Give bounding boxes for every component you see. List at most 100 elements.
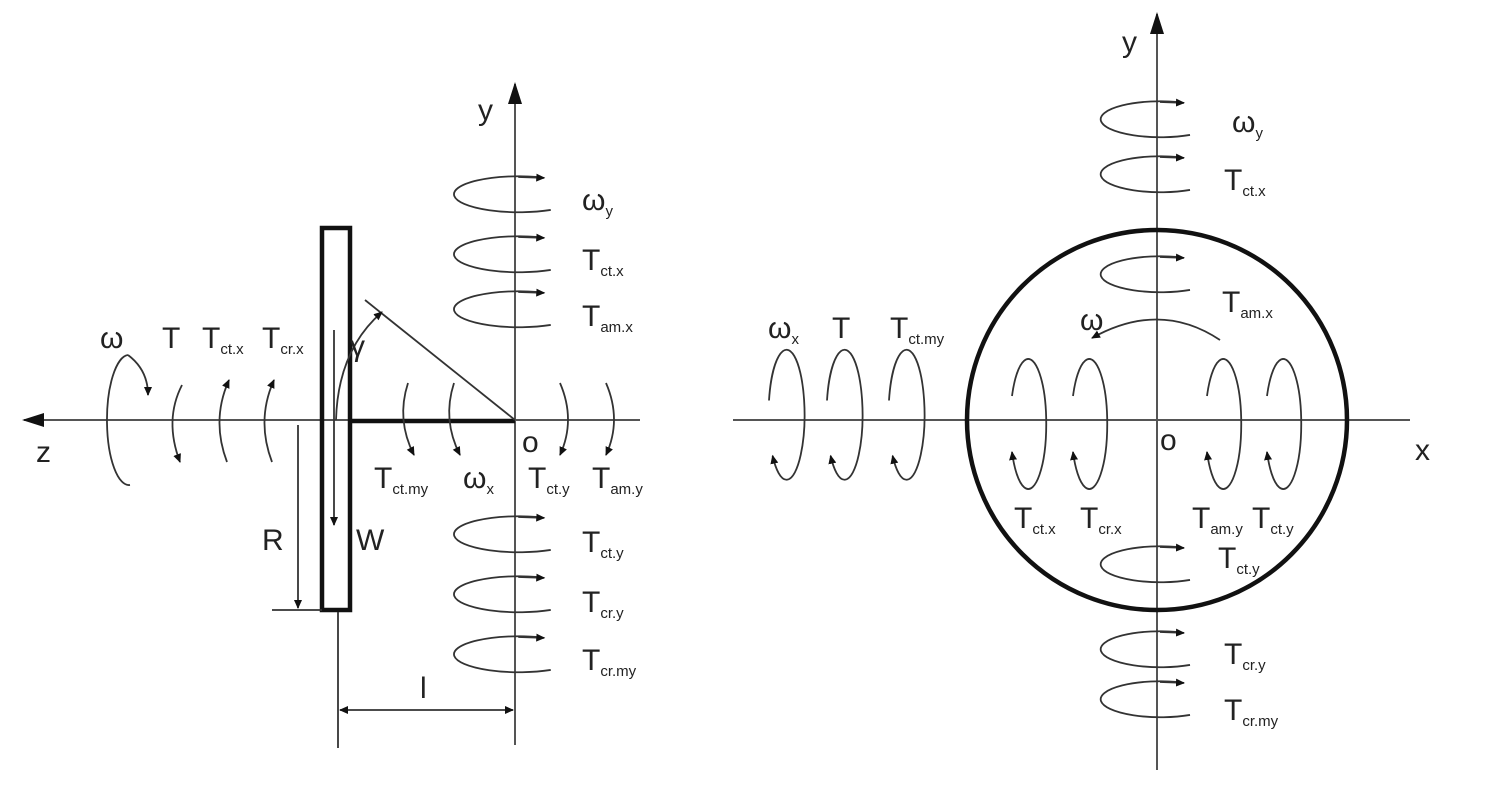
rotation-ellipse (1009, 358, 1048, 490)
torque-label-symbol: T (582, 644, 600, 677)
torque-label: ω (100, 322, 123, 355)
rotation-ellipse-arrow-icon (518, 573, 546, 582)
torque-label-symbol: T (890, 312, 908, 345)
z-axis-label: z (36, 436, 51, 469)
rotation-ellipse (453, 235, 551, 274)
torque-label: ωy (1232, 106, 1263, 142)
torque-label-symbol: T (202, 322, 220, 355)
omega-label-symbol: ω (1080, 304, 1103, 337)
torque-label: Tct.x (582, 244, 624, 280)
torque-label-subscript: ct.x (1242, 183, 1266, 200)
length-label: l (420, 672, 427, 705)
rotation-ellipse (1070, 358, 1109, 490)
x-axis-label: x (1415, 434, 1430, 467)
rotation-ellipse-arrow-icon (1159, 678, 1185, 687)
torque-label: Tct.x (1014, 502, 1056, 538)
rotation-arc (448, 382, 461, 456)
torque-label: ωx (463, 462, 494, 498)
origin-label: o (522, 426, 539, 459)
torque-label-subscript: ct.y (1270, 521, 1294, 538)
torque-label: Tcr.y (1224, 638, 1266, 674)
torque-label: ωx (768, 312, 799, 348)
torque-label-subscript: ct.x (600, 263, 624, 280)
y-axis-label: y (478, 94, 493, 127)
torque-label-subscript: y (605, 203, 613, 220)
rotation-ellipse (768, 348, 806, 481)
torque-label-symbol: T (1252, 502, 1270, 535)
torque-label-symbol: T (1218, 542, 1236, 575)
torque-label: Tct.y (1252, 502, 1294, 538)
torque-label: Tct.y (528, 462, 570, 498)
rotation-ellipse (1099, 630, 1191, 669)
rotation-arc (402, 382, 415, 456)
torque-label-subscript: cr.y (600, 605, 624, 622)
torque-label-symbol: T (1224, 638, 1242, 671)
torque-label: T (832, 312, 850, 345)
torque-label-subscript: ct.my (392, 481, 428, 498)
torque-label-symbol: T (1224, 694, 1242, 727)
torque-label-symbol: T (1222, 286, 1240, 319)
torque-label-symbol: ω (582, 184, 605, 217)
omega-label: ω (1080, 304, 1103, 337)
torque-label-symbol: T (262, 322, 280, 355)
torque-label: Tct.my (890, 312, 945, 348)
rotation-arc (263, 379, 275, 463)
rotation-arc (171, 384, 183, 463)
rotation-ellipse (1099, 255, 1191, 294)
torque-label-subscript: cr.my (1242, 713, 1278, 730)
torque-label-subscript: am.y (610, 481, 643, 498)
torque-label-symbol: T (582, 300, 600, 333)
gamma-arc (335, 311, 383, 421)
rotation-ellipse (1099, 545, 1191, 584)
rotation-ellipse-arrow-icon (1159, 253, 1185, 262)
torque-label: Tcr.my (582, 644, 637, 680)
torque-label: ωy (582, 184, 613, 220)
torque-label-symbol: ω (1232, 106, 1255, 139)
rotation-ellipse (1099, 100, 1191, 139)
torque-label-subscript: am.x (600, 319, 633, 336)
torque-label-subscript: ct.y (600, 545, 624, 562)
torque-label-symbol: T (582, 586, 600, 619)
omega-z-arrow-icon (127, 354, 152, 396)
torque-label-symbol: T (1080, 502, 1098, 535)
rotation-arc (605, 382, 615, 456)
torque-label: Tct.y (582, 526, 624, 562)
torque-label-subscript: ct.y (546, 481, 570, 498)
torque-label-symbol: T (592, 462, 610, 495)
torque-label-subscript: cr.y (1242, 657, 1266, 674)
rotation-ellipse-arrow-icon (518, 633, 546, 642)
torque-label-symbol: ω (463, 462, 486, 495)
torque-label: Tcr.y (582, 586, 624, 622)
torque-label-symbol: T (162, 322, 180, 355)
radius-label: R (262, 524, 284, 557)
torque-label-subscript: ct.my (908, 331, 944, 348)
torque-label-symbol: ω (100, 322, 123, 355)
rotation-ellipse (453, 290, 551, 329)
torque-label-subscript: ct.x (1032, 521, 1056, 538)
torque-label-subscript: cr.x (280, 341, 304, 358)
rotation-ellipse (1204, 358, 1243, 490)
rotation-ellipse (1264, 358, 1303, 490)
torque-label-symbol: T (528, 462, 546, 495)
torque-label: Tcr.x (262, 322, 304, 358)
torque-label: Tam.y (1192, 502, 1243, 538)
rotation-ellipse-arrow-icon (518, 173, 546, 182)
rotation-ellipse-arrow-icon (1159, 628, 1185, 637)
rotation-ellipse (1099, 155, 1191, 194)
torque-label: Tct.y (1218, 542, 1260, 578)
rotation-ellipse-arrow-icon (1159, 98, 1185, 107)
torque-label: Tam.x (1222, 286, 1273, 322)
torque-label-subscript: cr.x (1098, 521, 1122, 538)
torque-label-symbol: T (832, 312, 850, 345)
omega-z-ellipse (106, 354, 131, 486)
rotation-ellipse-arrow-icon (518, 233, 546, 242)
torque-label-subscript: ct.x (220, 341, 244, 358)
rotation-ellipse (453, 575, 551, 614)
torque-label: Tcr.x (1080, 502, 1122, 538)
tilt-line (364, 299, 516, 421)
rotation-ellipse (888, 348, 926, 481)
torque-label-subscript: y (1255, 125, 1263, 142)
rotation-arc (218, 379, 230, 463)
